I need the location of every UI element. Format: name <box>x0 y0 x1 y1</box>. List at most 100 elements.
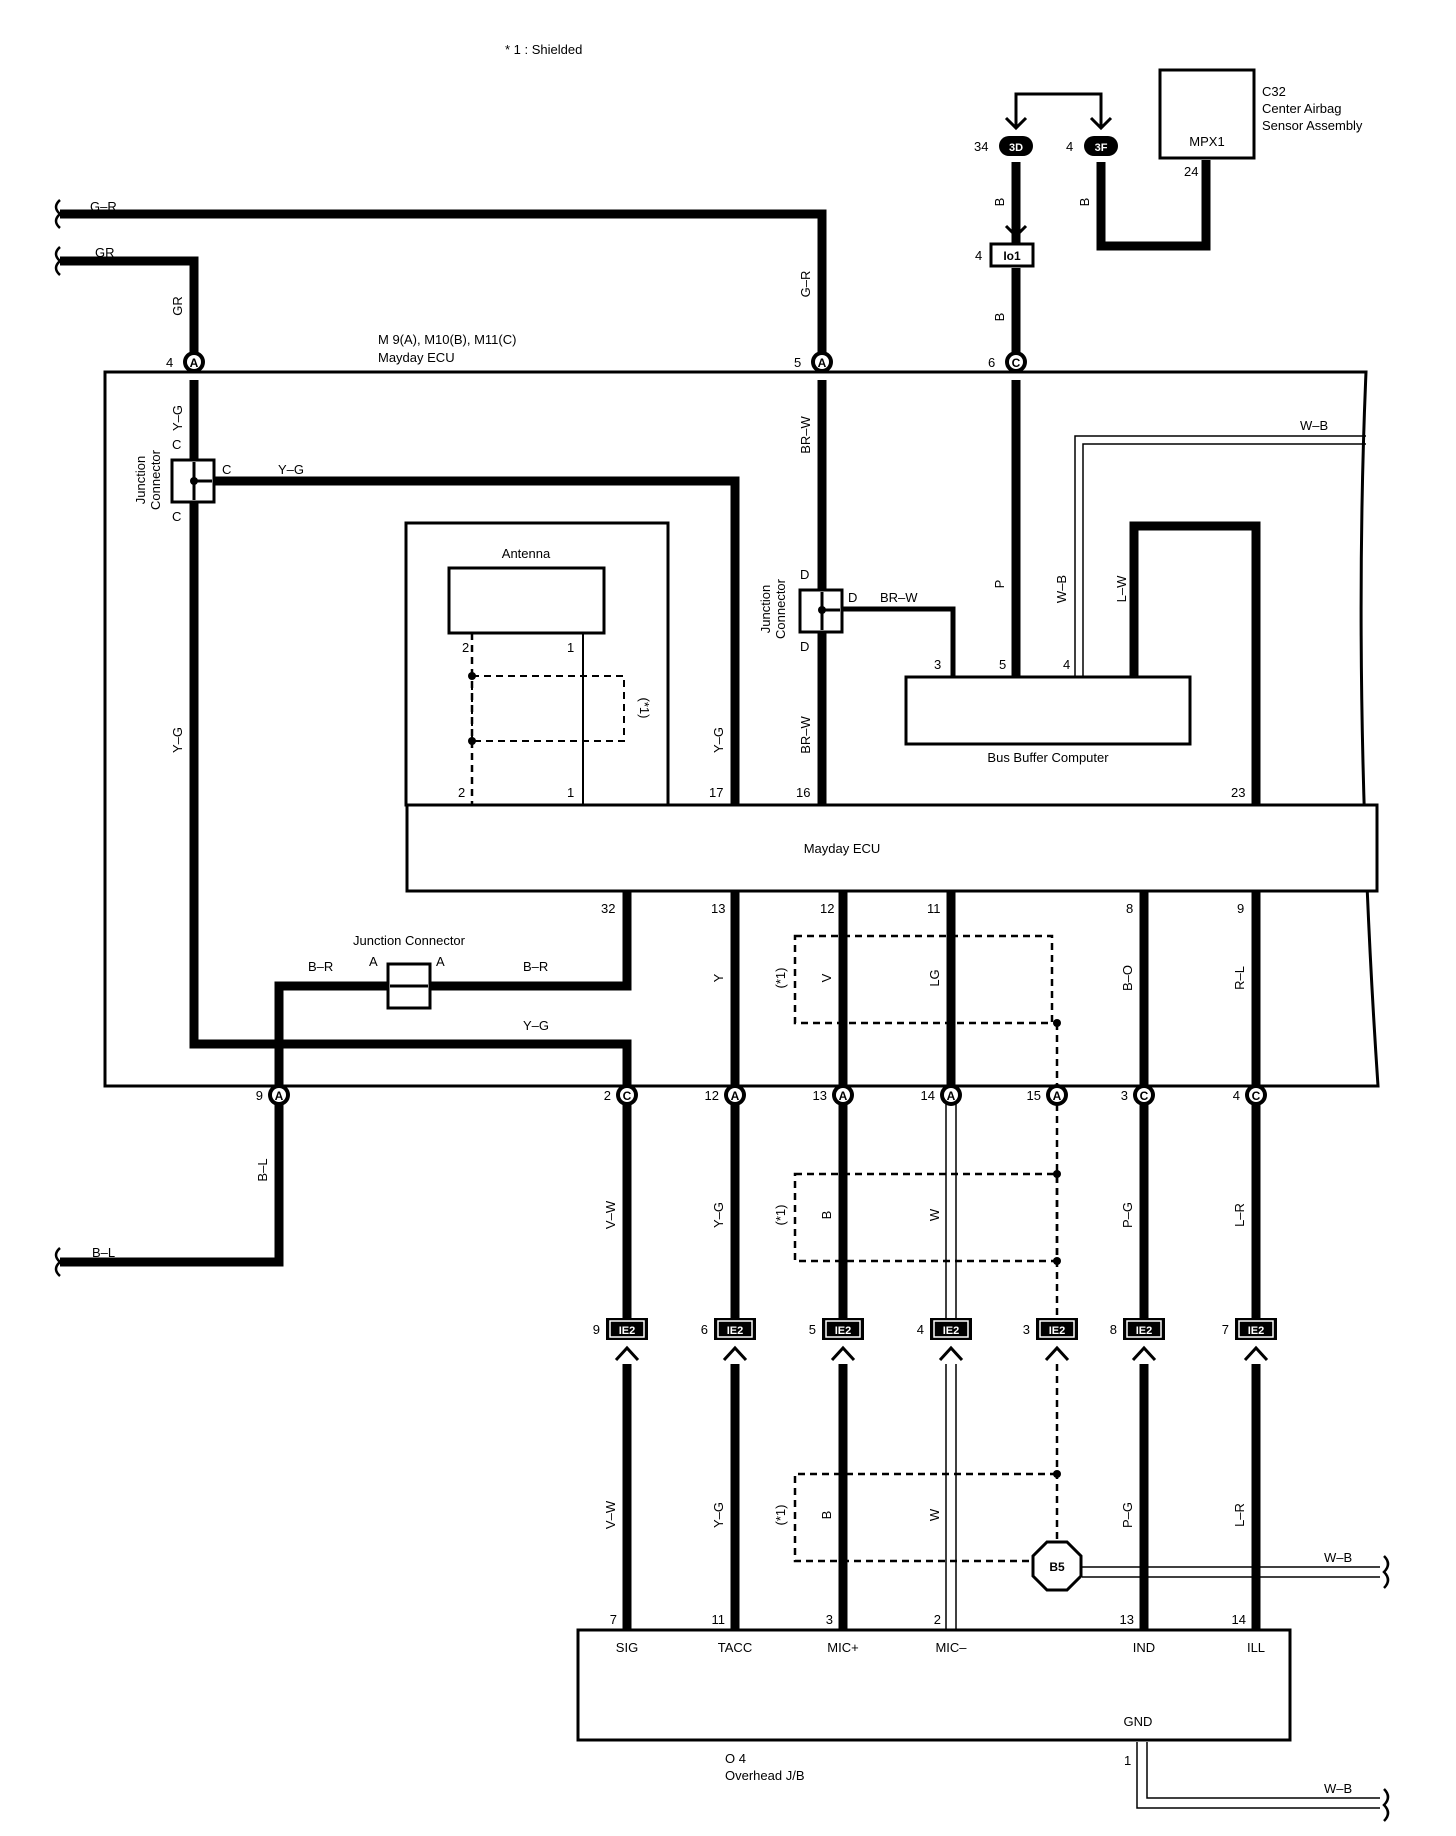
jc-d-top: D <box>800 567 809 582</box>
bottom-terminal-no: 9 <box>256 1088 263 1103</box>
wire-b-mpx <box>1096 160 1211 251</box>
top-terminal: A <box>183 351 205 373</box>
junction-connector-a <box>386 962 432 1010</box>
ecu-title-line2: Mayday ECU <box>378 350 455 365</box>
svg-text:C: C <box>1252 1089 1261 1103</box>
wire-label-g-r: G–R <box>90 199 117 214</box>
ie2-pin-no: 5 <box>809 1322 816 1337</box>
wire-label-b-o: B–O <box>1120 965 1135 991</box>
svg-text:3F: 3F <box>1095 142 1108 154</box>
bottom-terminal: C <box>616 1084 638 1106</box>
jc-c-label-2: Connector <box>148 449 163 510</box>
wire-label-w-b-vert: W–B <box>1054 575 1069 603</box>
airbag-title-3: Sensor Assembly <box>1262 118 1363 133</box>
bottom-terminal-no: 2 <box>604 1088 611 1103</box>
antenna-element <box>447 566 606 635</box>
ie2-pin-no: 6 <box>701 1322 708 1337</box>
svg-text:IE2: IE2 <box>1248 1325 1265 1337</box>
bottom-terminal-no: 4 <box>1233 1088 1240 1103</box>
wire-label-v-w-low: V–W <box>603 1500 618 1529</box>
connector-ie2: IE2 <box>606 1318 648 1362</box>
wire-label-b-3d: B <box>992 198 1007 207</box>
wire-b-r-32 <box>430 891 632 991</box>
shield-node <box>1053 1019 1061 1027</box>
wire-label-br-w-16: BR–W <box>798 715 813 753</box>
svg-text:IE2: IE2 <box>727 1325 744 1337</box>
wire-label-w-mid: W <box>927 1208 942 1221</box>
mayday-ecu-inner-box <box>405 803 1379 893</box>
svg-text:A: A <box>947 1089 956 1103</box>
wire-label-b-l-vert: B–L <box>255 1158 270 1181</box>
svg-text:IE2: IE2 <box>619 1325 636 1337</box>
junction-connector-d <box>798 588 844 634</box>
wire-label-r-l: R–L <box>1232 966 1247 990</box>
break-mark-g-r <box>54 199 62 229</box>
wire-label-shield-1: (*1) <box>773 968 788 989</box>
wire-label-b-r-left: B–R <box>308 959 333 974</box>
svg-text:IE2: IE2 <box>835 1325 852 1337</box>
ecu-pin-23: 23 <box>1231 785 1245 800</box>
wire-label-v: V <box>819 973 834 982</box>
connector-ie2: IE2 <box>1036 1318 1078 1362</box>
jc-d-bottom: D <box>800 639 809 654</box>
overhead-pin-name: MIC+ <box>827 1640 858 1655</box>
wire-label-p-g-mid: P–G <box>1120 1202 1135 1228</box>
ecu-pin-13: 13 <box>711 901 725 916</box>
break-mark-gr <box>54 246 62 276</box>
ecu-pin-9: 9 <box>1237 901 1244 916</box>
svg-text:A: A <box>839 1089 848 1103</box>
overhead-pin-name: ILL <box>1247 1640 1265 1655</box>
svg-text:A: A <box>731 1089 740 1103</box>
wire-gr <box>60 256 199 362</box>
top-terminal: C <box>1005 351 1027 373</box>
shield-node <box>468 672 476 680</box>
bottom-terminal-no: 13 <box>813 1088 827 1103</box>
wire-label-b-low: B <box>819 1511 834 1520</box>
wire-label-br-w-top: BR–W <box>798 415 813 453</box>
bottom-terminal: A <box>940 1084 962 1106</box>
top-terminal-no: 4 <box>166 355 173 370</box>
wire-b-l <box>60 1104 284 1267</box>
ground-point-b5: B5 <box>1031 1540 1083 1592</box>
bottom-terminal-no: 3 <box>1121 1088 1128 1103</box>
svg-text:IE2: IE2 <box>1049 1325 1066 1337</box>
wire-label-y-g-mid: Y–G <box>711 1202 726 1228</box>
svg-text:A: A <box>190 356 199 370</box>
svg-text:A: A <box>275 1089 284 1103</box>
break-mark-b-l <box>54 1247 62 1277</box>
antenna-shield <box>471 675 625 742</box>
ie2-pin-no: 8 <box>1110 1322 1117 1337</box>
ie2-pin-no: 3 <box>1023 1322 1030 1337</box>
shield-node <box>1053 1470 1061 1478</box>
wire-label-p-g-low: P–G <box>1120 1502 1135 1528</box>
overhead-pin-no: 11 <box>712 1612 726 1627</box>
connector-ie2: IE2 <box>1235 1318 1277 1362</box>
connector-ie2: IE2 <box>1123 1318 1165 1362</box>
airbag-pin-no: 24 <box>1184 164 1198 179</box>
bus-pin-5: 5 <box>999 657 1006 672</box>
antenna-pin-top-2: 2 <box>462 640 469 655</box>
wire-w-mic-minus <box>945 1104 957 1630</box>
bottom-terminal: C <box>1245 1084 1267 1106</box>
ie2-pin-no: 4 <box>917 1322 924 1337</box>
connector-3d-pin: 34 <box>974 139 988 154</box>
bus-buffer-computer-box <box>904 675 1192 746</box>
connector-io1: Io1 <box>989 224 1035 268</box>
break-mark-w-b-b5 <box>1382 1555 1390 1589</box>
connector-ie2: IE2 <box>822 1318 864 1362</box>
wire-label-y: Y <box>711 973 726 982</box>
overhead-jb-box <box>576 1628 1292 1742</box>
junction-connector-c <box>170 458 216 504</box>
connector-3f-pin: 4 <box>1066 139 1073 154</box>
wire-label-y-g-top: Y–G <box>170 405 185 431</box>
wire-label-g-r-vert: G–R <box>798 271 813 298</box>
wire-label-b-mid: B <box>819 1211 834 1220</box>
wire-w-b-bus <box>1074 435 1366 677</box>
ecu-outer-box <box>103 370 1380 1088</box>
bottom-terminal-no: 15 <box>1027 1088 1041 1103</box>
ecu-pin-17: 17 <box>709 785 723 800</box>
wire-label-shield-2: (*1) <box>773 1205 788 1226</box>
bottom-terminal-no: 12 <box>705 1088 719 1103</box>
